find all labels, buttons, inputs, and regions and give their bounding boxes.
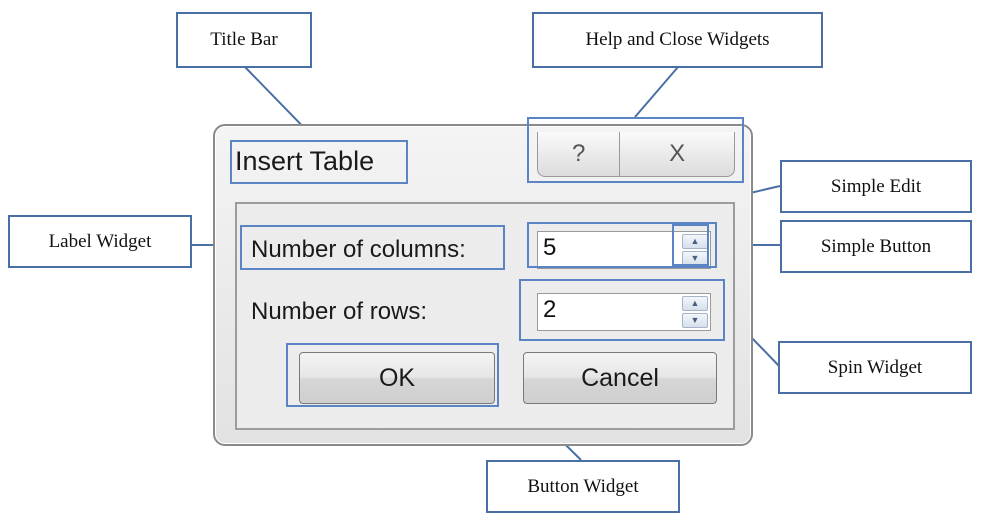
- rows-label: Number of rows:: [251, 298, 428, 325]
- title-bar-callout: Title Bar: [176, 12, 312, 68]
- help-button[interactable]: ?: [538, 132, 619, 176]
- dialog-client-area: Number of columns: Number of rows: 5 ▲ ▼…: [235, 202, 735, 430]
- label-widget-callout: Label Widget: [8, 215, 192, 268]
- columns-down-icon[interactable]: ▼: [682, 251, 708, 266]
- help-icon: ?: [571, 140, 586, 167]
- rows-spin-arrows: ▲ ▼: [682, 296, 708, 328]
- columns-label: Number of columns:: [251, 236, 466, 263]
- columns-up-icon[interactable]: ▲: [682, 234, 708, 249]
- caption-buttons: ? X: [537, 132, 735, 177]
- button-widget-callout: Button Widget: [486, 460, 680, 513]
- simple-edit-callout: Simple Edit: [780, 160, 972, 213]
- rows-up-icon[interactable]: ▲: [682, 296, 708, 311]
- help-close-callout: Help and Close Widgets: [532, 12, 823, 68]
- close-icon: X: [669, 140, 686, 167]
- close-button[interactable]: X: [619, 132, 734, 176]
- rows-down-icon[interactable]: ▼: [682, 313, 708, 328]
- columns-spin-arrows: ▲ ▼: [682, 234, 708, 266]
- columns-spin[interactable]: 5 ▲ ▼: [537, 231, 711, 269]
- spin-widget-callout: Spin Widget: [778, 341, 972, 394]
- columns-value[interactable]: 5: [543, 234, 557, 261]
- simple-button-callout: Simple Button: [780, 220, 972, 273]
- ok-button[interactable]: OK: [299, 352, 495, 404]
- cancel-button[interactable]: Cancel: [523, 352, 717, 404]
- rows-value[interactable]: 2: [543, 296, 557, 323]
- rows-spin[interactable]: 2 ▲ ▼: [537, 293, 711, 331]
- dialog-title: Insert Table: [235, 146, 375, 176]
- help-close-connector: [634, 66, 679, 118]
- insert-table-dialog: Insert Table ? X Number of columns: Numb…: [213, 124, 753, 446]
